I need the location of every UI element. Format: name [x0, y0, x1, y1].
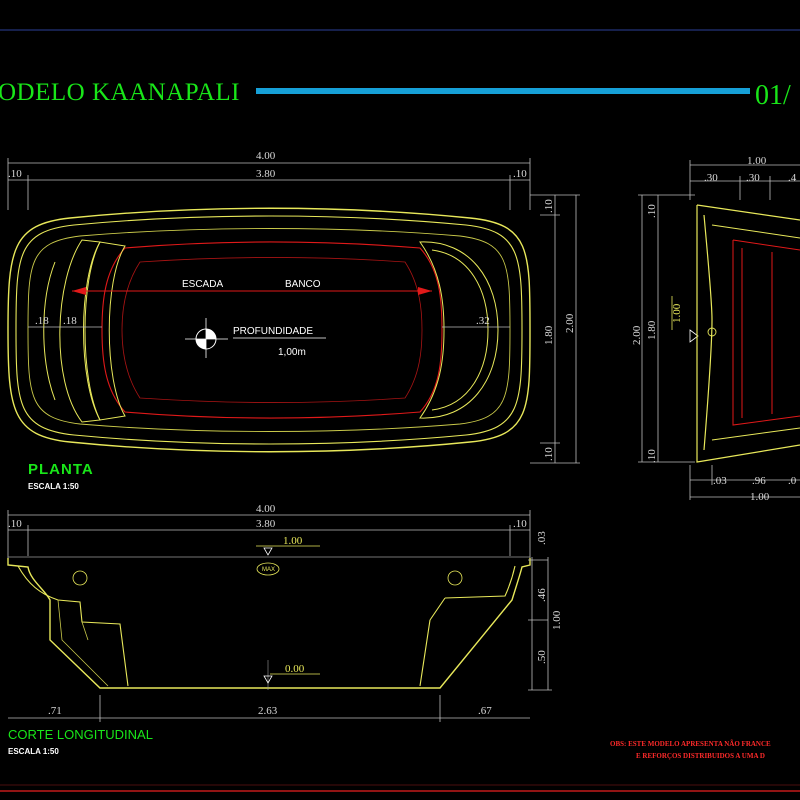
label-banco: BANCO — [285, 279, 321, 290]
side-outer-profile — [696, 204, 800, 463]
plan-steps-left — [43, 239, 126, 423]
plan-inner-wall — [27, 228, 511, 432]
plan-dim-total: 4.00 — [256, 150, 276, 162]
section-dim-right-b: .46 — [536, 588, 548, 602]
sheet-number: 01/ — [755, 80, 791, 111]
section-dim-right-total: 1.00 — [551, 610, 563, 630]
section-dim-right-c: .50 — [536, 650, 548, 664]
plan-bench-right — [419, 241, 499, 419]
side-dim-total-h: 2.00 — [631, 325, 643, 345]
plan-top-dimensions: 4.00 3.80 .10 .10 — [7, 150, 531, 210]
plan-direction-arrow: ESCADA BANCO — [72, 279, 432, 295]
plan-dim-height-inner: 1.80 — [543, 325, 555, 345]
label-profundidade: PROFUNDIDADE — [233, 326, 313, 337]
section-dim-bot-left: .71 — [48, 705, 62, 717]
section-inner-step-lines — [57, 599, 109, 687]
section-level-top-marker — [263, 547, 273, 556]
section-dim-total: 4.00 — [256, 503, 276, 515]
plan-interior-dimensions: .18 .18 .32 — [28, 315, 510, 328]
plan-dim-height-total: 2.00 — [564, 313, 576, 333]
side-dim-left-top: .10 — [646, 204, 658, 218]
label-escada: ESCADA — [182, 279, 223, 290]
section-label: CORTE LONGITUDINAL — [8, 727, 153, 742]
section-inner-shell — [17, 565, 516, 687]
section-dim-right-a: .03 — [536, 531, 548, 545]
side-dim-top-a: .30 — [704, 172, 718, 184]
notes-block: OBS: ESTE MODELO APRESENTA NÃO FRANCE E … — [610, 740, 771, 760]
side-dim-left-bottom: .10 — [646, 449, 658, 463]
side-level-marker — [689, 329, 699, 343]
side-dim-bot-total: 1.00 — [750, 491, 770, 503]
section-drain-left — [72, 570, 88, 586]
drawing-title: ODELO KAANAPALI — [0, 79, 240, 106]
title-block: ODELO KAANAPALI 01/ — [0, 79, 791, 111]
section-drain-right — [447, 570, 463, 586]
section-outer-shell — [7, 558, 531, 689]
longitudinal-section: 4.00 3.80 .10 .10 1.00 MAX 0.00 .03 .46 … — [7, 503, 563, 756]
side-dim-inner-h: 1.80 — [646, 320, 658, 340]
side-dim-bot-c: .0 — [788, 475, 797, 487]
side-dim-bot-b: .96 — [752, 475, 766, 487]
section-dim-bot-right: .67 — [478, 705, 492, 717]
depth-marker: PROFUNDIDADE 1,00m — [185, 318, 326, 358]
plan-outer-shell — [7, 207, 531, 453]
plan-dim-top: .10 — [543, 199, 555, 213]
side-drain — [707, 327, 717, 337]
note-line-2: E REFORÇOS DISTRIBUIDOS A UMA D — [636, 752, 765, 760]
section-dim-edge-right: .10 — [513, 518, 527, 530]
section-level-top: 1.00 — [283, 535, 303, 547]
plan-label: PLANTA — [28, 461, 94, 478]
side-inner-red — [732, 239, 800, 426]
plan-dim-left-a: .18 — [35, 315, 49, 327]
plan-dim-edge-right: .10 — [513, 168, 527, 180]
plan-floor-outline — [101, 241, 443, 419]
plan-dim-right: .32 — [476, 315, 490, 327]
section-scale: ESCALA 1:50 — [8, 747, 59, 756]
side-dim-top-c: .4 — [788, 172, 797, 184]
title-bar — [256, 88, 750, 94]
plan-scale: ESCALA 1:50 — [28, 482, 79, 491]
section-dim-edge-left: .10 — [8, 518, 22, 530]
plan-floor-inner — [121, 257, 423, 403]
note-line-1: OBS: ESTE MODELO APRESENTA NÃO FRANCE — [610, 740, 771, 748]
plan-right-dimensions: .10 .10 1.80 2.00 — [530, 194, 580, 464]
side-inner-profile — [711, 224, 800, 441]
section-dim-bot-mid: 2.63 — [258, 705, 278, 717]
side-level: 1.00 — [671, 303, 683, 323]
sheet-frame — [0, 29, 800, 792]
section-max-badge-text: MAX — [262, 567, 275, 573]
section-level-bottom-marker — [263, 675, 273, 684]
section-level-bottom: 0.00 — [285, 663, 305, 675]
depth-value: 1,00m — [278, 347, 306, 358]
plan-view: 4.00 3.80 .10 .10 .10 .10 1.80 2.00 — [7, 150, 580, 491]
side-dim-bot-a: .03 — [713, 475, 727, 487]
section-dim-inner: 3.80 — [256, 518, 276, 530]
plan-rim — [15, 215, 523, 445]
plan-dim-inner: 3.80 — [256, 168, 276, 180]
section-max-badge — [256, 562, 280, 576]
side-dim-top-b: .30 — [746, 172, 760, 184]
plan-dim-left-b: .18 — [63, 315, 77, 327]
plan-dim-bottom: .10 — [543, 447, 555, 461]
cross-section-view: 1.00 .30 .30 .4 .10 .10 2.00 1.80 1.00 .… — [631, 155, 800, 503]
plan-dim-edge-left: .10 — [8, 168, 22, 180]
side-dim-top-total: 1.00 — [747, 155, 767, 167]
